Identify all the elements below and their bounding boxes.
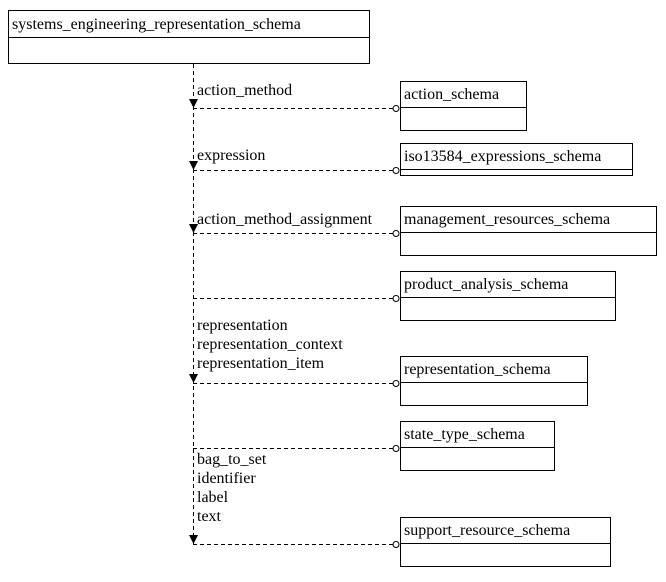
connector-support-resource-schema	[189, 535, 400, 548]
edge-label: bag_to_set	[197, 451, 267, 468]
edge-label: representation	[197, 317, 288, 334]
edge-label: action_method	[197, 82, 293, 99]
edge-labels-representation-schema: representation representation_context re…	[197, 316, 343, 373]
connector-product-analysis-schema	[193, 295, 400, 302]
schema-box-title: state_type_schema	[401, 422, 554, 448]
schema-box-title: systems_engineering_representation_schem…	[9, 11, 369, 38]
schema-box-support-resource-schema: support_resource_schema	[400, 517, 611, 567]
schema-box-title: representation_schema	[401, 357, 587, 383]
arrowhead-icon	[189, 535, 198, 544]
interface-circle-icon	[392, 230, 400, 237]
connector-state-type-schema	[193, 445, 400, 452]
arrowhead-icon	[189, 224, 198, 233]
arrowhead-icon	[189, 374, 198, 383]
edge-labels-iso13584-expressions-schema: expression	[197, 146, 265, 165]
schema-box-management-resources-schema: management_resources_schema	[400, 206, 657, 256]
schema-box-title: support_resource_schema	[401, 518, 610, 544]
arrowhead-icon	[189, 99, 198, 108]
connector-management-resources-schema	[189, 224, 400, 237]
edge-labels-management-resources-schema: action_method_assignment	[197, 210, 372, 229]
schema-box-title: iso13584_expressions_schema	[401, 144, 632, 170]
schema-box-title: product_analysis_schema	[401, 272, 615, 298]
schema-box-action-schema: action_schema	[400, 81, 527, 131]
edge-label: representation_context	[197, 336, 343, 353]
schema-box-iso13584-expressions-schema: iso13584_expressions_schema	[400, 143, 633, 176]
interface-circle-icon	[392, 541, 400, 548]
edge-labels-support-resource-schema: bag_to_set identifier label text	[197, 450, 266, 526]
interface-circle-icon	[392, 167, 400, 174]
edge-label: text	[197, 508, 221, 525]
arrowhead-icon	[189, 161, 198, 170]
schema-box-state-type-schema: state_type_schema	[400, 421, 555, 471]
schema-box-representation-schema: representation_schema	[400, 356, 588, 406]
edge-label: action_method_assignment	[197, 211, 373, 228]
schema-box-title: action_schema	[401, 82, 526, 108]
edge-labels-action-schema: action_method	[197, 81, 292, 100]
connector-representation-schema	[189, 374, 400, 387]
edge-label: identifier	[197, 470, 256, 487]
connector-action-schema	[189, 99, 400, 112]
interface-circle-icon	[392, 445, 400, 452]
interface-circle-icon	[392, 105, 400, 112]
edge-label: representation_item	[197, 355, 325, 372]
edge-label: label	[197, 489, 229, 506]
schema-box-title: management_resources_schema	[401, 207, 656, 233]
schema-box-systems-engineering-representation-schema: systems_engineering_representation_schem…	[8, 10, 370, 64]
connector-iso13584-expressions-schema	[189, 161, 400, 174]
edge-label: expression	[197, 147, 266, 164]
interface-circle-icon	[392, 380, 400, 387]
schema-box-product-analysis-schema: product_analysis_schema	[400, 271, 616, 321]
interface-circle-icon	[392, 295, 400, 302]
